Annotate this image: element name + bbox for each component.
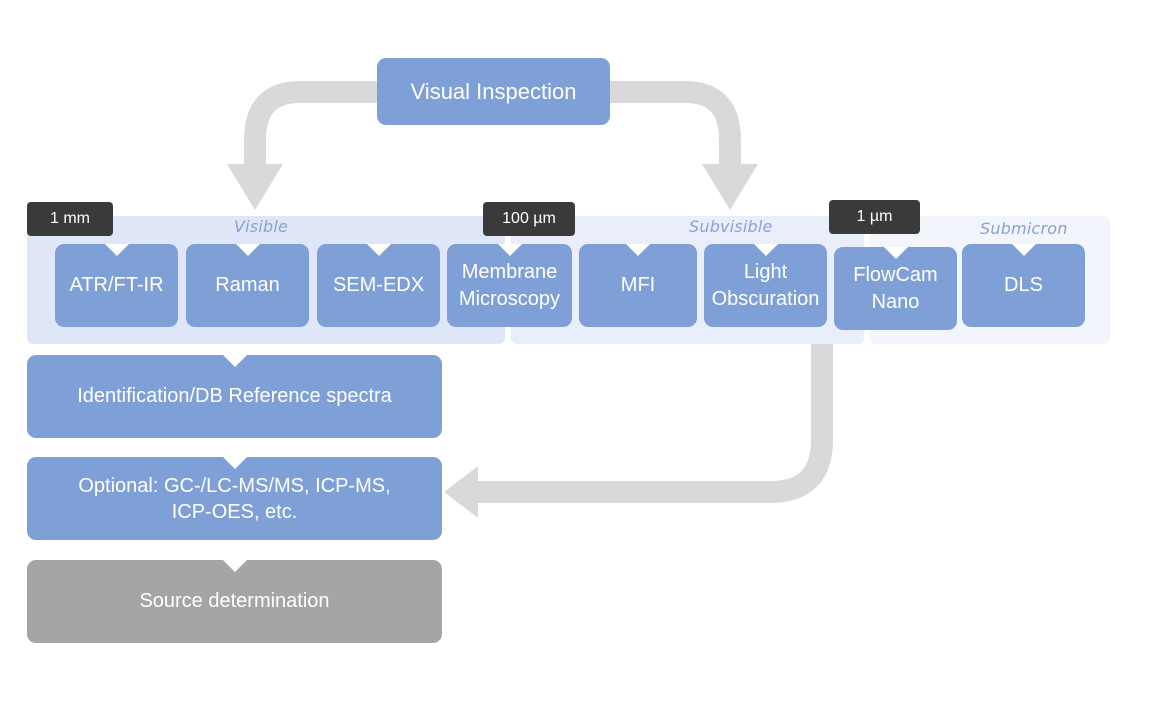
- method-raman: Raman: [186, 244, 309, 327]
- method-label: Light Obscuration: [711, 260, 820, 310]
- scale-tag-1um: 1 µm: [829, 200, 920, 234]
- arrow-to-visible-head: [227, 164, 283, 210]
- notch: [222, 560, 247, 572]
- method-label: DLS: [1004, 274, 1043, 296]
- arrow-to-optional: [468, 344, 833, 503]
- notch: [753, 244, 778, 256]
- notch: [1011, 244, 1036, 256]
- scale-tag-100um: 100 µm: [483, 202, 575, 236]
- notch: [222, 457, 247, 469]
- arrow-to-subvisible-head: [702, 164, 758, 210]
- notch: [222, 355, 247, 367]
- arrow-to-visible: [244, 81, 377, 172]
- source-determination-box: Source determination: [27, 560, 442, 643]
- method-label: Raman: [215, 274, 280, 296]
- method-label: SEM-EDX: [332, 274, 425, 296]
- optional-analysis-box: Optional: GC-/LC-MS/MS, ICP-MS, ICP-OES,…: [27, 457, 442, 540]
- scale-tag-label: 1 mm: [50, 210, 90, 227]
- scale-tag-label: 1 µm: [856, 208, 893, 225]
- method-sem-edx: SEM-EDX: [317, 244, 440, 327]
- notch: [497, 244, 522, 256]
- zone-label-visible: Visible: [234, 217, 289, 236]
- notch: [366, 244, 391, 256]
- notch: [883, 247, 908, 259]
- arrow-to-subvisible: [610, 81, 741, 172]
- source-determination-label: Source determination: [139, 590, 330, 612]
- scale-tag-label: 100 µm: [502, 210, 556, 227]
- method-atr-ftir: ATR/FT-IR: [55, 244, 178, 327]
- visual-inspection-box: Visual Inspection: [377, 58, 610, 125]
- method-label: MFI: [620, 274, 656, 296]
- identification-label: Identification/DB Reference spectra: [77, 385, 392, 407]
- notch: [626, 244, 650, 256]
- method-membrane-microscopy: Membrane Microscopy: [447, 244, 572, 327]
- zone-label-subvisible: Subvisible: [689, 217, 773, 236]
- scale-tag-1mm: 1 mm: [27, 202, 113, 236]
- method-label: ATR/FT-IR: [69, 274, 164, 296]
- notch: [235, 244, 260, 256]
- zone-label-submicron: Submicron: [980, 219, 1068, 238]
- method-label: Membrane Microscopy: [458, 260, 561, 310]
- method-dls: DLS: [962, 244, 1085, 327]
- visual-inspection-label: Visual Inspection: [410, 79, 577, 104]
- arrow-to-optional-head: [444, 466, 478, 518]
- optional-analysis-label: Optional: GC-/LC-MS/MS, ICP-MS, ICP-OES,…: [78, 474, 391, 523]
- method-mfi: MFI: [579, 244, 697, 327]
- method-label: FlowCam Nano: [853, 263, 938, 313]
- identification-box: Identification/DB Reference spectra: [27, 355, 442, 438]
- method-light-obscuration: Light Obscuration: [704, 244, 827, 327]
- notch: [104, 244, 129, 256]
- method-flowcam-nano: FlowCam Nano: [834, 247, 957, 330]
